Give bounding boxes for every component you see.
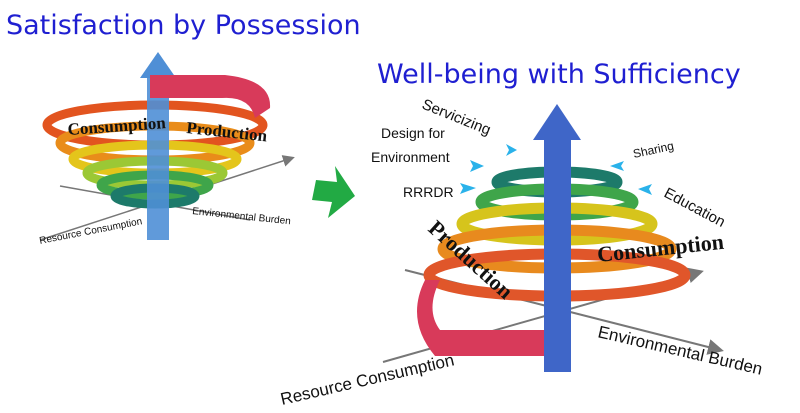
transition-arrow (312, 166, 355, 218)
right-ribbon-bottom (417, 280, 555, 356)
arrow-design (470, 160, 484, 172)
left-diagram: Consumption Production Resource Consumpt… (38, 52, 295, 247)
input-environment: Environment (371, 149, 450, 165)
input-sharing: Sharing (632, 139, 675, 161)
left-label-resource: Resource Consumption (38, 216, 143, 247)
right-title: Well-being with Sufficiency (377, 59, 741, 90)
left-title: Satisfaction by Possession (6, 10, 361, 41)
input-education: Education (661, 185, 728, 231)
left-up-arrow (140, 52, 176, 240)
input-design-for: Design for (381, 125, 445, 141)
right-up-arrow (533, 104, 581, 372)
arrow-education (638, 184, 652, 195)
right-diagram: Servicizing Design for Environment RRRDR… (279, 96, 765, 409)
right-label-burden: Environmental Burden (596, 322, 764, 378)
right-label-resource: Resource Consumption (279, 350, 456, 408)
input-arrows (460, 144, 652, 195)
input-rrrdr: RRRDR (403, 184, 454, 200)
left-ribbon-top (150, 75, 271, 118)
arrow-sharing (610, 161, 624, 171)
left-label-burden: Environmental Burden (192, 206, 292, 227)
arrow-servicizing (506, 144, 517, 156)
arrow-rrrdr (460, 183, 476, 194)
